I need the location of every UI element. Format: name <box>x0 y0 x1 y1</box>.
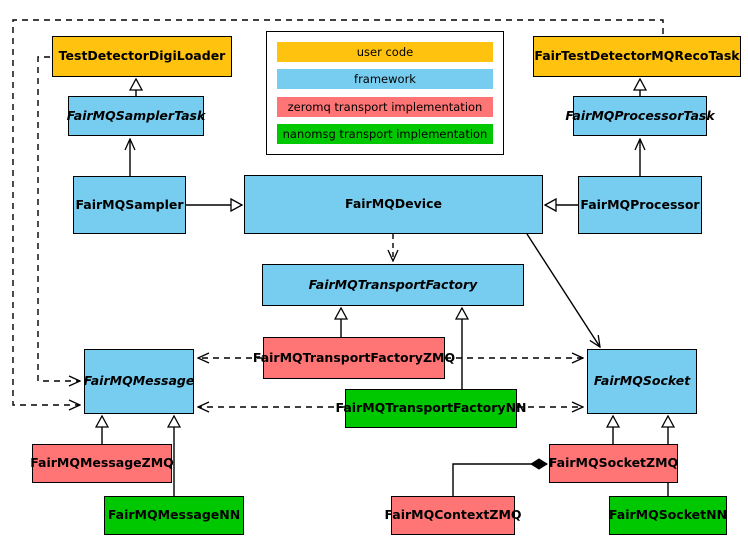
class-box-FairMQSocket[interactable]: FairMQSocket <box>587 349 697 414</box>
class-box-FairMQSocketNN[interactable]: FairMQSocketNN <box>609 496 727 535</box>
class-box-FairMQContextZMQ[interactable]: FairMQContextZMQ <box>384 496 522 535</box>
class-box-FairMQProcessor[interactable]: FairMQProcessor <box>578 176 702 234</box>
class-box-FairTestDetectorMQRecoTask[interactable]: FairTestDetectorMQRecoTask <box>533 36 741 77</box>
class-box-FairMQMessageZMQ[interactable]: FairMQMessageZMQ <box>30 444 174 483</box>
class-box-FairMQProcessorTask[interactable]: FairMQProcessorTask <box>565 96 715 136</box>
edge-socketzmq-contextzmq <box>452 458 548 496</box>
class-box-FairMQMessageNN[interactable]: FairMQMessageNN <box>104 496 244 535</box>
class-box-FairMQDevice[interactable]: FairMQDevice <box>244 175 543 234</box>
class-box-FairMQSocketZMQ[interactable]: FairMQSocketZMQ <box>549 444 678 483</box>
class-box-FairMQTransportFactoryZMQ[interactable]: FairMQTransportFactoryZMQ <box>253 337 455 379</box>
class-box-TestDetectorDigiLoader[interactable]: TestDetectorDigiLoader <box>52 36 232 77</box>
color-legend: user code framework zeromq transport imple… <box>266 31 504 155</box>
class-box-FairMQSampler[interactable]: FairMQSampler <box>73 176 186 234</box>
legend-item-zeromq: zeromq transport implementation <box>277 96 493 117</box>
class-box-FairMQTransportFactory[interactable]: FairMQTransportFactory <box>262 264 524 306</box>
legend-item-nanomsg: nanomsg transport implementation <box>277 124 493 145</box>
edge-device-socket <box>526 233 600 347</box>
class-box-FairMQMessage[interactable]: FairMQMessage <box>84 349 194 414</box>
legend-item-user-code: user code <box>277 41 493 62</box>
class-box-FairMQSamplerTask[interactable]: FairMQSamplerTask <box>67 96 205 136</box>
class-box-FairMQTransportFactoryNN[interactable]: FairMQTransportFactoryNN <box>336 389 527 428</box>
legend-item-framework: framework <box>277 69 493 90</box>
